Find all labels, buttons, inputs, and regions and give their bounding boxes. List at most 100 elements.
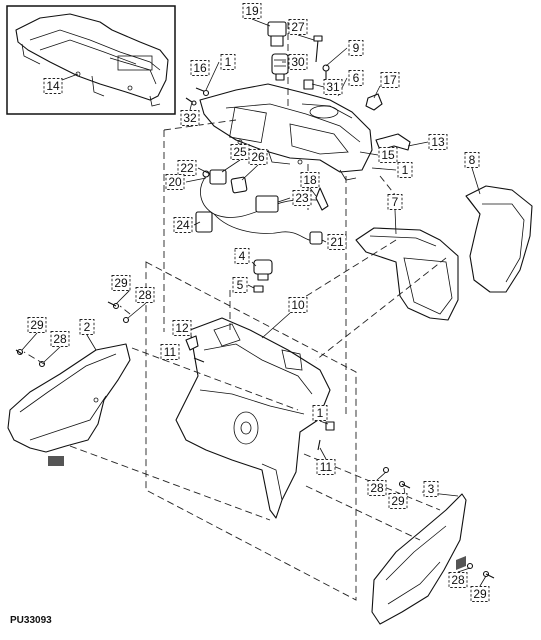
callout-30: 30 [288,54,308,70]
part-4-switch [253,259,273,281]
fasteners-28-29 [15,301,495,579]
part-7-bezel [355,227,459,321]
callout-label: 9 [353,41,360,55]
callout-box [448,572,468,588]
callout-7: 7 [387,194,403,210]
callout-1: 1 [220,54,236,70]
part-10-lower-console [175,317,331,519]
callout-label: 11 [164,345,177,359]
callout-23: 23 [292,190,312,206]
figure-id: PU33093 [10,615,52,626]
callout-box [387,194,403,210]
callout-25: 25 [230,144,250,160]
callout-label: 30 [291,55,305,69]
callout-label: 10 [291,298,305,312]
part-6-console-top [199,83,373,181]
callout-box [288,297,308,313]
callout-box [173,217,193,233]
callout-label: 3 [428,482,435,496]
part-30-knob [271,53,289,81]
callout-box [248,149,268,165]
callout-1: 1 [312,405,328,421]
callout-28: 28 [448,572,468,588]
callout-box [220,54,236,70]
callout-box [316,459,336,475]
callout-label: 23 [295,191,309,205]
assembly-outline [145,261,357,601]
callout-label: 26 [251,150,265,164]
callout-box [327,234,347,250]
part-27-bolt [313,35,323,63]
callout-28: 28 [367,480,387,496]
callout-box [323,79,343,95]
callout-label: 12 [175,321,189,335]
callout-label: 2 [84,320,91,334]
callout-29: 29 [111,275,131,291]
callout-20: 20 [165,174,185,190]
callout-box [388,493,408,509]
callout-28: 28 [135,287,155,303]
callout-box [135,287,155,303]
part-1-clip-lower [325,421,335,431]
callout-24: 24 [173,217,193,233]
leader-lines [21,18,487,587]
callout-box [27,317,47,333]
callout-17: 17 [380,72,400,88]
callout-label: 21 [330,235,344,249]
callout-label: 15 [381,148,395,162]
callout-label: 7 [392,195,399,209]
callout-label: 1 [317,406,324,420]
part-12-clip [185,335,199,351]
callout-29: 29 [27,317,47,333]
callout-label: 28 [138,288,152,302]
callout-31: 31 [323,79,343,95]
callout-box [172,320,192,336]
callout-box [111,275,131,291]
callout-label: 13 [431,135,445,149]
callout-label: 27 [291,20,305,34]
callout-label: 32 [183,111,197,125]
part-3-right-panel [371,493,467,625]
callout-box [292,190,312,206]
callout-18: 18 [300,172,320,188]
callout-box [190,60,210,76]
callout-box [348,70,364,86]
callout-32: 32 [180,110,200,126]
callout-label: 6 [353,71,360,85]
callout-box [348,40,364,56]
callout-3: 3 [423,481,439,497]
callout-label: 4 [239,249,246,263]
part-5-nut [253,285,264,293]
callout-2: 2 [79,319,95,335]
callout-29: 29 [470,586,490,602]
callout-28: 28 [50,331,70,347]
callout-box [232,277,248,293]
part-19-switch [267,21,287,47]
part-14-upper-cover [15,13,169,107]
callout-label: 1 [225,55,232,69]
callout-label: 29 [30,318,44,332]
callout-label: 29 [114,276,128,290]
callout-box [397,162,413,178]
callout-label: 16 [193,61,207,75]
callout-29: 29 [388,493,408,509]
callout-label: 5 [237,278,244,292]
callout-1: 1 [397,162,413,178]
callout-label: 8 [469,153,476,167]
callout-label: 18 [303,173,317,187]
callout-label: 29 [473,587,487,601]
callout-6: 6 [348,70,364,86]
callout-box [428,134,448,150]
callout-label: 31 [326,80,340,94]
callout-9: 9 [348,40,364,56]
callout-box [230,144,250,160]
callout-box [50,331,70,347]
callout-box [79,319,95,335]
callout-label: 28 [370,481,384,495]
callout-box [378,147,398,163]
callout-26: 26 [248,149,268,165]
part-17-clip [365,93,383,111]
callout-5: 5 [232,277,248,293]
callout-box [423,481,439,497]
